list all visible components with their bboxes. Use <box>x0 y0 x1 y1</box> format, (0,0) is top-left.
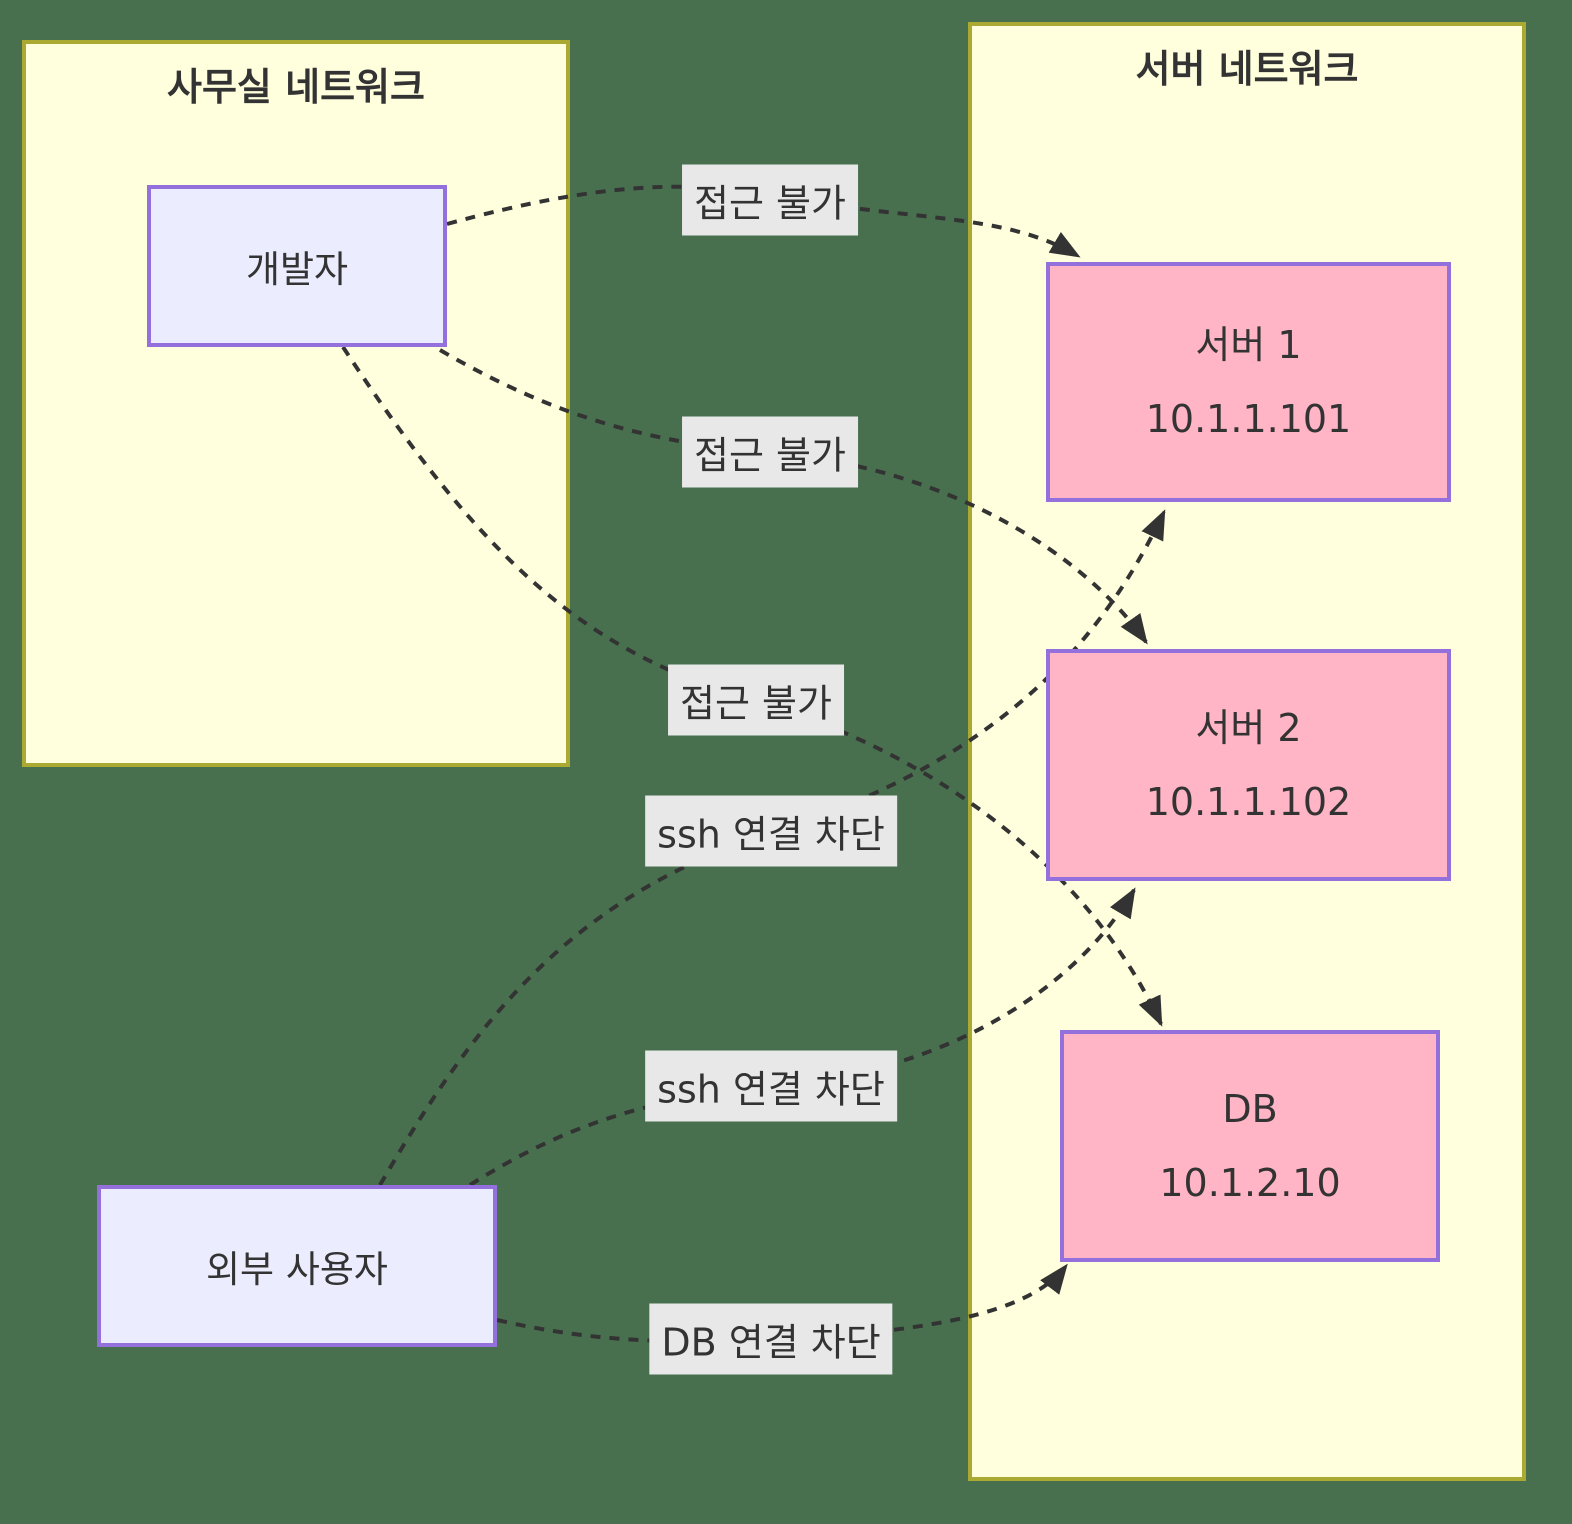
node-label: 서버 1 <box>1195 322 1302 367</box>
node-sublabel: 10.1.2.10 <box>1159 1161 1341 1205</box>
node-developer: 개발자 <box>147 185 447 347</box>
edge-label-developer-server2: 접근 불가 <box>682 416 858 488</box>
edge-label-external-server2: ssh 연결 차단 <box>645 1050 897 1122</box>
node-label: DB <box>1222 1086 1278 1131</box>
node-label: 개발자 <box>245 248 349 291</box>
node-label: 서버 2 <box>1195 705 1302 750</box>
node-sublabel: 10.1.1.102 <box>1145 780 1352 824</box>
node-db: DB 10.1.2.10 <box>1060 1030 1440 1262</box>
container-office-network: 사무실 네트워크 <box>22 40 570 767</box>
edge-external-user-to-server2 <box>468 887 1136 1187</box>
node-server2: 서버 2 10.1.1.102 <box>1046 649 1451 881</box>
edge-label-external-server1: ssh 연결 차단 <box>645 795 897 867</box>
node-label: 외부 사용자 <box>206 1248 388 1291</box>
node-external-user: 외부 사용자 <box>97 1185 497 1347</box>
edge-label-external-db: DB 연결 차단 <box>649 1303 893 1375</box>
edge-developer-to-server2 <box>438 348 1148 645</box>
server-network-title: 서버 네트워크 <box>1135 47 1359 91</box>
node-server1: 서버 1 10.1.1.101 <box>1046 262 1451 502</box>
office-network-title: 사무실 네트워크 <box>167 65 425 109</box>
node-sublabel: 10.1.1.101 <box>1145 397 1352 441</box>
edge-label-developer-server1: 접근 불가 <box>682 164 858 236</box>
edge-label-developer-db: 접근 불가 <box>668 664 844 736</box>
